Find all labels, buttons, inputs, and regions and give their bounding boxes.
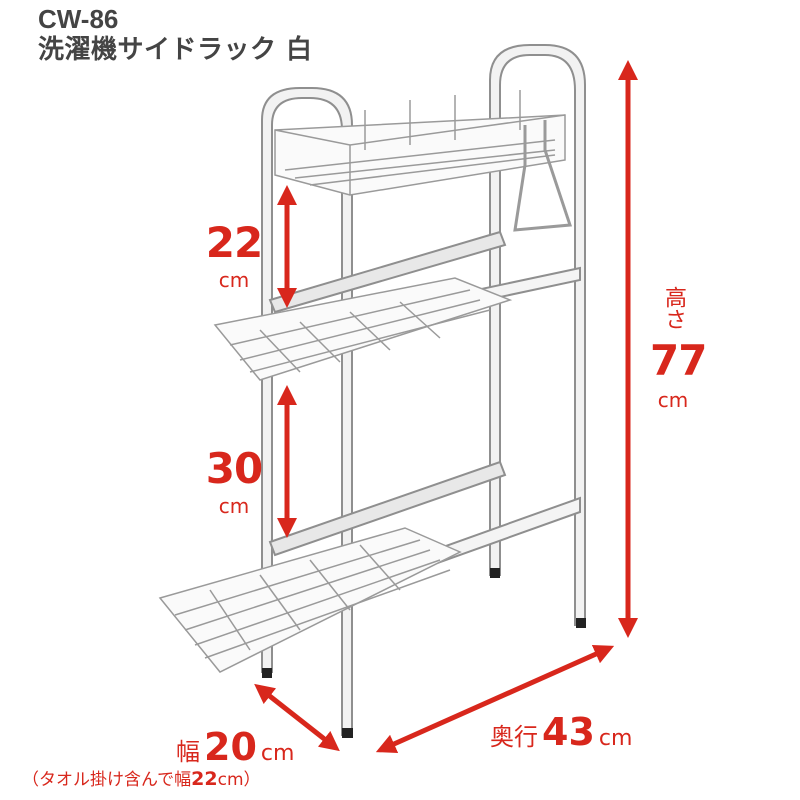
height-value: 77 [650,336,707,385]
depth-unit: cm [598,726,633,751]
note-unit: cm） [217,770,261,790]
gap-bottom-unit: cm [218,494,250,518]
depth-value: 43 [542,710,595,754]
foot-right [576,618,586,628]
middle-basket [213,277,513,381]
gap-top-unit: cm [218,268,250,292]
gap-top-value: 22 [205,218,263,267]
height-label: 高さ 77 cm [650,282,707,412]
note-prefix: （タオル掛け含んで幅 [22,770,192,790]
rail-upper [268,230,507,314]
width-unit: cm [260,741,295,766]
foot-front [342,728,353,738]
width-caption: 幅 [176,738,200,766]
height-unit: cm [657,388,689,412]
top-basket [274,90,566,196]
rail-lower [268,460,507,557]
product-name: 洗濯機サイドラック 白 [38,35,313,66]
bottom-basket [158,527,462,673]
width-value: 20 [204,725,257,769]
dimension-arrows [254,60,638,754]
arrow-depth [375,644,615,754]
gap-bottom-value: 30 [205,444,263,493]
arrow-width [254,683,340,752]
gap-bottom-label: 30 cm [198,444,270,518]
height-caption: 高さ [661,286,686,330]
foot-back [490,568,500,578]
title-block: CW-86 洗濯機サイドラック 白 [38,4,313,66]
foot-left-front [262,668,272,678]
note-value: 22 [191,768,218,790]
depth-caption: 奥行 [490,723,538,751]
model-number: CW-86 [38,4,119,34]
towel-hanger [513,120,573,232]
towel-width-note: （タオル掛け含んで幅22cm） [22,765,261,790]
gap-top-label: 22 cm [198,218,270,292]
